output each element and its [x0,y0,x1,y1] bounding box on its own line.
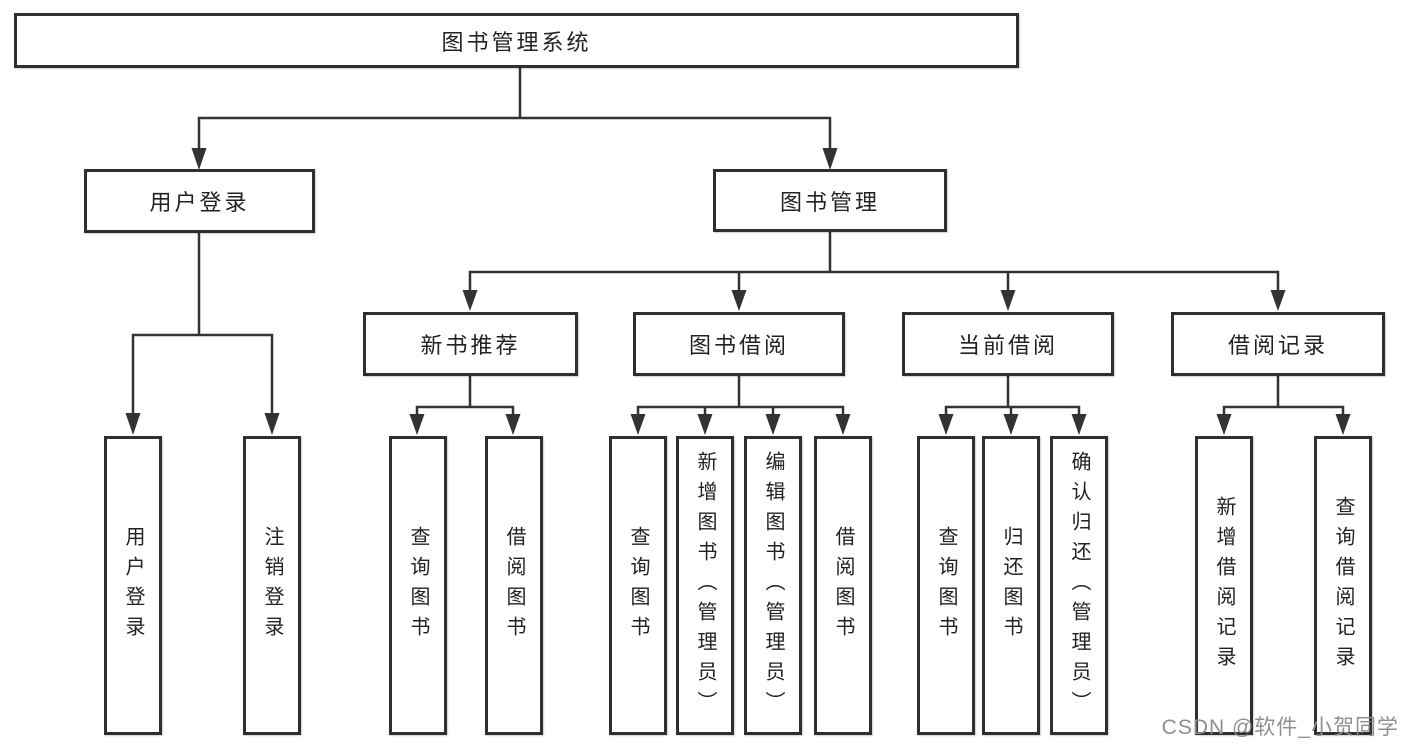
node-borrow-add-books-admin: 新增图书（管理员） [676,436,734,735]
node-book-borrow-label: 图书借阅 [688,333,789,358]
arrowhead [409,414,425,435]
node-current-return-books-label: 归还图书 [1000,525,1022,646]
edges-book-management [462,230,1286,311]
node-recommend-borrow-books: 借阅图书 [485,436,543,735]
node-current-query-books: 查询图书 [917,436,975,735]
node-user-login-action-label: 用户登录 [122,525,144,646]
edges-book-borrow [630,374,851,435]
edges-borrow-records [1216,374,1351,435]
node-current-borrow: 当前借阅 [902,312,1114,376]
arrowhead [1270,290,1286,311]
arrowhead [765,414,781,435]
node-current-return-books: 归还图书 [982,436,1040,735]
node-records-add-record: 新增借阅记录 [1195,436,1253,735]
edges-root [191,66,838,170]
arrowhead [731,290,747,311]
node-borrow-edit-books-admin: 编辑图书（管理员） [744,436,802,735]
node-new-book-recommend-label: 新书推荐 [420,333,521,358]
node-borrow-edit-books-admin-label: 编辑图书（管理员） [762,450,784,721]
arrowhead [462,290,478,311]
arrowhead [835,414,851,435]
arrowhead [1071,414,1087,435]
node-book-management-label: 图书管理 [779,189,880,215]
arrowhead [822,148,838,170]
arrowhead [1216,414,1232,435]
edges-user-login [125,231,280,435]
node-borrow-add-books-admin-label: 新增图书（管理员） [694,450,716,721]
node-user-login-action: 用户登录 [104,436,162,735]
node-book-borrow: 图书借阅 [633,312,845,376]
node-user-login-label: 用户登录 [149,190,250,215]
arrowhead [264,413,280,435]
node-book-management: 图书管理 [713,169,947,232]
edges-current-borrow [938,374,1087,435]
node-borrow-records-label: 借阅记录 [1227,333,1328,358]
arrowhead [1003,414,1019,435]
node-logout-label: 注销登录 [261,525,283,646]
arrowhead [1000,290,1016,311]
node-current-query-books-label: 查询图书 [935,525,957,646]
node-recommend-query-books-label: 查询图书 [407,525,429,646]
node-borrow-records: 借阅记录 [1171,312,1385,376]
node-borrow-query-books-label: 查询图书 [627,525,649,646]
node-borrow-query-books: 查询图书 [609,436,667,735]
node-root: 图书管理系统 [14,13,1019,68]
node-user-login: 用户登录 [84,169,315,233]
edges-new-book-recommend [409,374,521,435]
arrowhead [505,414,521,435]
node-logout: 注销登录 [243,436,301,735]
node-records-query-record-label: 查询借阅记录 [1332,495,1354,676]
node-recommend-query-books: 查询图书 [389,436,447,735]
node-records-add-record-label: 新增借阅记录 [1213,495,1235,676]
arrowhead [938,414,954,435]
node-root-label: 图书管理系统 [441,29,592,55]
node-current-confirm-return-admin-label: 确认归还（管理员） [1068,450,1090,721]
node-current-confirm-return-admin: 确认归还（管理员） [1050,436,1108,735]
arrowhead [191,148,207,170]
arrowhead [125,413,141,435]
node-borrow-borrow-books: 借阅图书 [814,436,872,735]
csdn-watermark: CSDN @软件_小贺同学 [1161,716,1399,739]
arrowhead [1335,414,1351,435]
node-records-query-record: 查询借阅记录 [1314,436,1372,735]
node-current-borrow-label: 当前借阅 [957,333,1058,358]
arrowhead [697,414,713,435]
arrowhead [630,414,646,435]
node-borrow-borrow-books-label: 借阅图书 [832,525,854,646]
node-new-book-recommend: 新书推荐 [363,312,578,376]
node-recommend-borrow-books-label: 借阅图书 [503,525,525,646]
